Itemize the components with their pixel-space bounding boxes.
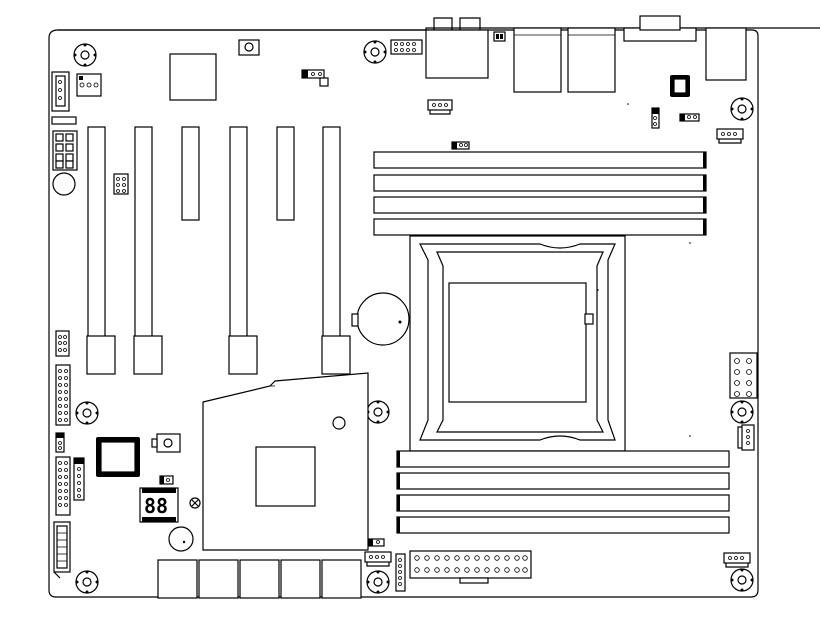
mounting-hole: [75, 401, 99, 425]
capacitor: [52, 172, 76, 196]
chip: [96, 437, 140, 477]
header-connector: [55, 330, 70, 357]
jumper: [55, 432, 65, 453]
mounting-hole: [730, 568, 754, 592]
header-connector: [51, 71, 70, 112]
jumper: [451, 141, 470, 150]
cpu-socket: [409, 235, 626, 452]
mounting-hole: [75, 570, 99, 594]
button-switch: [238, 39, 260, 56]
header-connector: [55, 364, 71, 426]
header-connector: [55, 456, 71, 516]
usb-lan-connector: [567, 27, 616, 93]
vga-connector: [623, 15, 697, 42]
mounting-hole: [730, 97, 754, 121]
memory-slot: [373, 196, 707, 214]
header-connector: [395, 553, 406, 592]
mounting-hole: [366, 570, 390, 594]
power-component: [239, 559, 280, 599]
fan-header: [427, 99, 453, 115]
memory-slot: [396, 472, 730, 490]
mounting-hole: [730, 400, 754, 424]
power-component: [157, 559, 198, 599]
expansion-slot: [133, 126, 163, 375]
memory-slot: [373, 174, 707, 192]
memory-slot: [373, 151, 707, 169]
header-connector: [73, 457, 85, 501]
expansion-slot: [321, 126, 351, 375]
fan-header: [716, 128, 744, 144]
fan-header: [76, 73, 102, 97]
jumper: [651, 107, 660, 129]
status-led: [189, 497, 201, 509]
jumper: [159, 475, 174, 485]
debug-led-display: [139, 487, 179, 523]
memory-slot: [396, 494, 730, 512]
atx-power-connector: [409, 550, 532, 584]
memory-slot: [396, 450, 730, 468]
usb-lan-connector: [513, 27, 562, 93]
fan-header: [737, 424, 755, 451]
header-connector: [52, 130, 78, 171]
mounting-hole: [73, 43, 97, 67]
jumper-block: [113, 173, 129, 195]
expansion-slot: [86, 126, 116, 375]
mounting-hole: [363, 40, 387, 64]
small-header: [493, 31, 506, 42]
power-component: [321, 559, 362, 599]
jumper: [51, 116, 77, 125]
audio-jack-connector: [425, 17, 489, 79]
memory-slot: [373, 218, 707, 236]
debug-led-digits: 88: [144, 494, 168, 518]
expansion-slot: [228, 126, 258, 375]
chipset-heatsink: [202, 372, 369, 551]
serial-port-connector: [705, 27, 747, 81]
fan-header: [364, 551, 392, 567]
header-connector: [390, 39, 423, 55]
jumper: [679, 113, 700, 122]
expansion-slot: [181, 126, 200, 221]
power-connector: [729, 352, 758, 399]
button-switch: [151, 433, 181, 453]
buzzer: [168, 526, 194, 552]
chip: [169, 53, 217, 101]
mounting-hole: [366, 400, 390, 424]
power-component: [198, 559, 239, 599]
expansion-slot: [276, 126, 295, 221]
fan-header: [723, 552, 751, 568]
chip: [670, 75, 690, 97]
power-component: [280, 559, 321, 599]
jumper: [301, 69, 329, 87]
memory-slot: [396, 516, 730, 534]
header-connector: [53, 521, 71, 579]
cmos-battery: [351, 292, 410, 346]
jumper: [368, 538, 385, 547]
